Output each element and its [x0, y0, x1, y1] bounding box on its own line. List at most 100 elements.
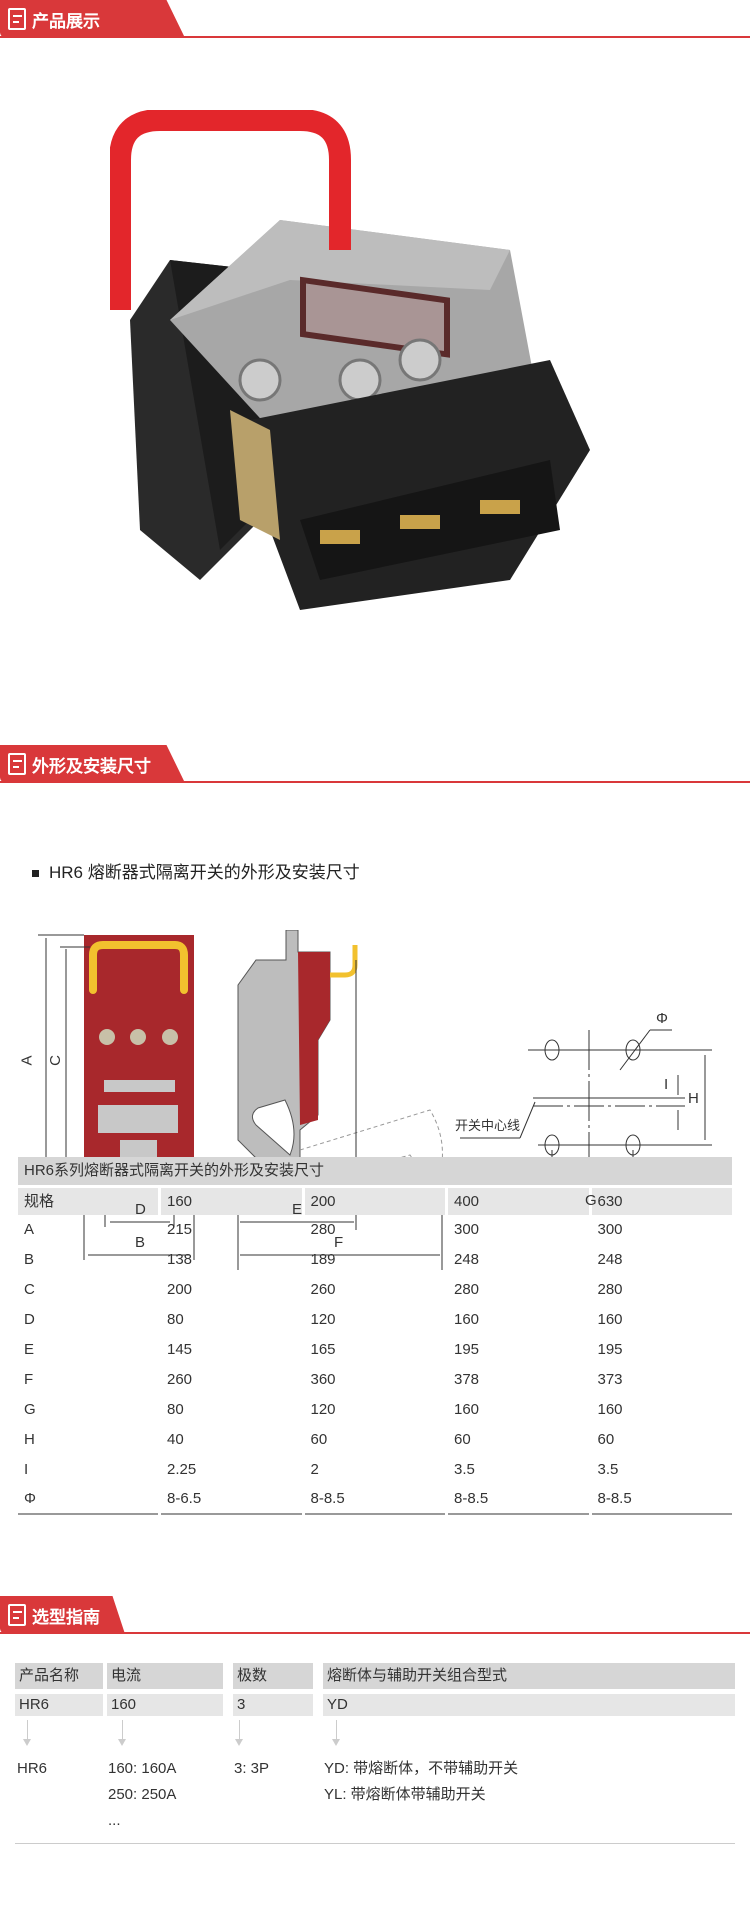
- dimension-diagram: A C D B E F Φ I H G 开关中心线: [0, 930, 750, 1280]
- table-cell: 80: [167, 1401, 184, 1418]
- header-cell: 规格: [18, 1185, 158, 1215]
- label-h: H: [688, 1090, 699, 1107]
- header-cell: 400: [448, 1185, 589, 1215]
- table-cell: 138: [167, 1251, 193, 1268]
- table-cell: 40: [167, 1431, 184, 1448]
- table-cell: 60: [454, 1431, 471, 1448]
- explain-current: 160: 160A: [108, 1760, 177, 1777]
- arrow-down-icon: [332, 1720, 340, 1746]
- table-cell: 195: [597, 1341, 623, 1358]
- table-cell: 80: [167, 1311, 184, 1328]
- explain-current: 250: 250A: [108, 1786, 177, 1803]
- product-photo: [110, 110, 590, 610]
- table-cell: 248: [597, 1251, 623, 1268]
- table-cell: 3.5: [597, 1461, 619, 1478]
- table-cell: 120: [310, 1401, 336, 1418]
- table-cell: 373: [597, 1371, 623, 1388]
- label-e: E: [292, 1201, 303, 1218]
- value-type: YD: [323, 1694, 735, 1716]
- table-cell: G: [24, 1401, 36, 1418]
- header-type: 熔断体与辅助开关组合型式: [323, 1663, 735, 1689]
- label-f: F: [334, 1234, 344, 1251]
- value-product-name: HR6: [15, 1694, 103, 1716]
- label-centerline: 开关中心线: [455, 1118, 521, 1133]
- section-tab: 产品展示: [0, 0, 185, 38]
- table-cell: 195: [454, 1341, 480, 1358]
- table-cell: 8-6.5: [161, 1485, 302, 1515]
- table-cell: 260: [167, 1371, 193, 1388]
- arrow-down-icon: [235, 1720, 243, 1746]
- divider: [0, 781, 750, 783]
- table-cell: 280: [310, 1221, 336, 1238]
- table-cell: 300: [597, 1221, 623, 1238]
- section-header-product: 产品展示: [0, 0, 750, 40]
- explain-type: YL: 带熔断体带辅助开关: [324, 1786, 486, 1803]
- section-tab: 选型指南: [0, 1596, 125, 1634]
- header-cell: 200: [304, 1185, 445, 1215]
- section-tab: 外形及安装尺寸: [0, 745, 185, 783]
- arrow-down-icon: [118, 1720, 126, 1746]
- diagram-subtitle: HR6 熔断器式隔离开关的外形及安装尺寸: [32, 862, 360, 884]
- table-cell: 120: [310, 1311, 336, 1328]
- label-g: G: [585, 1192, 597, 1209]
- table-cell: 248: [454, 1251, 480, 1268]
- document-icon: [8, 1604, 26, 1626]
- table-row: H 40 60 60 60: [18, 1425, 732, 1455]
- label-b: B: [135, 1234, 146, 1251]
- table-row: E 145 165 195 195: [18, 1335, 732, 1365]
- explain-poles: 3: 3P: [234, 1760, 270, 1777]
- table-cell: 160: [454, 1401, 480, 1418]
- table-cell: 378: [454, 1371, 480, 1388]
- table-cell: 2: [310, 1461, 319, 1478]
- section-title: 选型指南: [32, 1607, 100, 1627]
- dimension-table: HR6系列熔断器式隔离开关的外形及安装尺寸 规格 160 200 400 630…: [15, 1157, 735, 1515]
- table-cell: 8-8.5: [304, 1485, 445, 1515]
- section-title: 产品展示: [32, 11, 100, 31]
- document-icon: [8, 8, 26, 30]
- section-title: 外形及安装尺寸: [32, 756, 151, 776]
- header-poles: 极数: [233, 1663, 313, 1689]
- table-cell: 300: [454, 1221, 480, 1238]
- label-c: C: [46, 1055, 64, 1066]
- fuse-switch-illustration: [110, 110, 590, 610]
- table-header-row: 规格 160 200 400 630: [18, 1185, 732, 1215]
- table-cell: 60: [597, 1431, 615, 1448]
- subtitle-text: HR6 熔断器式隔离开关的外形及安装尺寸: [49, 863, 360, 882]
- front-view: [38, 934, 195, 1260]
- table-cell: 60: [310, 1431, 328, 1448]
- divider: [15, 1843, 735, 1844]
- table-cell: C: [24, 1281, 35, 1298]
- table-cell: 160: [597, 1311, 623, 1328]
- table-cell: E: [24, 1341, 35, 1358]
- label-a: A: [18, 1055, 36, 1066]
- table-cell: H: [24, 1431, 35, 1448]
- side-view: [237, 930, 443, 1270]
- bullet-icon: [32, 870, 39, 878]
- arrow-down-icon: [23, 1720, 31, 1746]
- label-i: I: [664, 1076, 669, 1093]
- header-current: 电流: [107, 1663, 223, 1689]
- table-cell: 8-8.5: [448, 1485, 589, 1515]
- table-cell: 165: [310, 1341, 336, 1358]
- divider: [0, 1632, 750, 1634]
- table-cell: A: [24, 1221, 35, 1238]
- dimension-drawing: [38, 930, 712, 1270]
- header-cell: 160: [161, 1185, 302, 1215]
- table-cell: 160: [454, 1311, 480, 1328]
- label-phi: Φ: [656, 1010, 668, 1027]
- table-cell: B: [24, 1251, 35, 1268]
- table-cell: 145: [167, 1341, 193, 1358]
- value-current: 160: [107, 1694, 223, 1716]
- section-header-selection: 选型指南: [0, 1596, 750, 1636]
- table-cell: F: [24, 1371, 34, 1388]
- section-header-dimensions: 外形及安装尺寸: [0, 745, 750, 785]
- table-cell: 8-8.5: [591, 1485, 732, 1515]
- table-cell: 260: [310, 1281, 336, 1298]
